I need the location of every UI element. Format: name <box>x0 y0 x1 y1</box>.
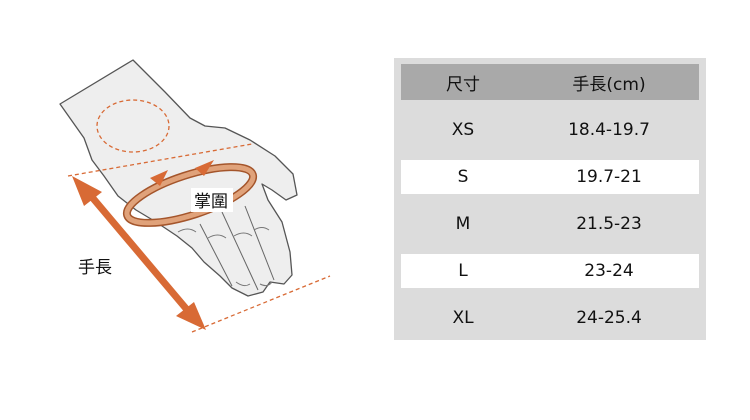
hand-measurement-illustration: 掌圍 手長 <box>59 59 331 333</box>
header-size: 尺寸 <box>446 74 480 95</box>
bottom-guide-line <box>191 275 331 333</box>
size-cell: XS <box>451 120 475 140</box>
knuckle-line <box>177 228 197 233</box>
size-cell: XL <box>452 308 474 328</box>
hand-length-label: 手長 <box>78 258 112 278</box>
wrist-dashed-ellipse <box>96 99 170 153</box>
hand-length-arrowhead-bottom <box>176 302 206 330</box>
knuckle-line <box>207 234 227 239</box>
knuckle-line <box>253 227 270 231</box>
table-row: S 19.7-21 <box>401 160 699 194</box>
size-chart-table: 尺寸 手長(cm) XS 18.4-19.7 S 19.7-21 M 21.5-… <box>394 58 706 340</box>
finger-line <box>221 211 259 291</box>
hand-length-cell: 23-24 <box>584 261 634 281</box>
palm-circumference-label: 掌圍 <box>194 192 228 212</box>
hand-length-cell: 24-25.4 <box>576 308 642 328</box>
hand-length-arrow <box>83 187 197 321</box>
table-row: M 21.5-23 <box>401 207 699 241</box>
palm-label-bg <box>191 188 233 212</box>
knuckle-line <box>233 232 253 237</box>
hand-length-arrowhead-top <box>72 176 102 206</box>
table-row: L 23-24 <box>401 254 699 288</box>
hand-length-cell: 18.4-19.7 <box>568 120 650 140</box>
size-cell: L <box>458 261 468 281</box>
top-guide-line <box>67 143 253 177</box>
size-cell: S <box>457 167 469 187</box>
table-header: 尺寸 手長(cm) <box>401 64 699 100</box>
table-row: XS 18.4-19.7 <box>401 113 699 147</box>
fingertip-line <box>259 281 273 287</box>
finger-line <box>199 223 233 287</box>
header-hand-length: 手長(cm) <box>572 74 646 95</box>
hand-length-cell: 21.5-23 <box>576 214 642 234</box>
palm-ring-arrow <box>150 170 168 186</box>
table-row: XL 24-25.4 <box>401 301 699 335</box>
finger-line <box>244 205 275 281</box>
hand-diagram: 掌圍 手長 <box>59 59 331 333</box>
palm-ring-arrow <box>195 160 214 176</box>
hand-length-cell: 19.7-21 <box>576 167 642 187</box>
palm-ring-front <box>124 164 256 226</box>
size-cell: M <box>455 214 471 234</box>
fingertip-line <box>235 281 251 287</box>
